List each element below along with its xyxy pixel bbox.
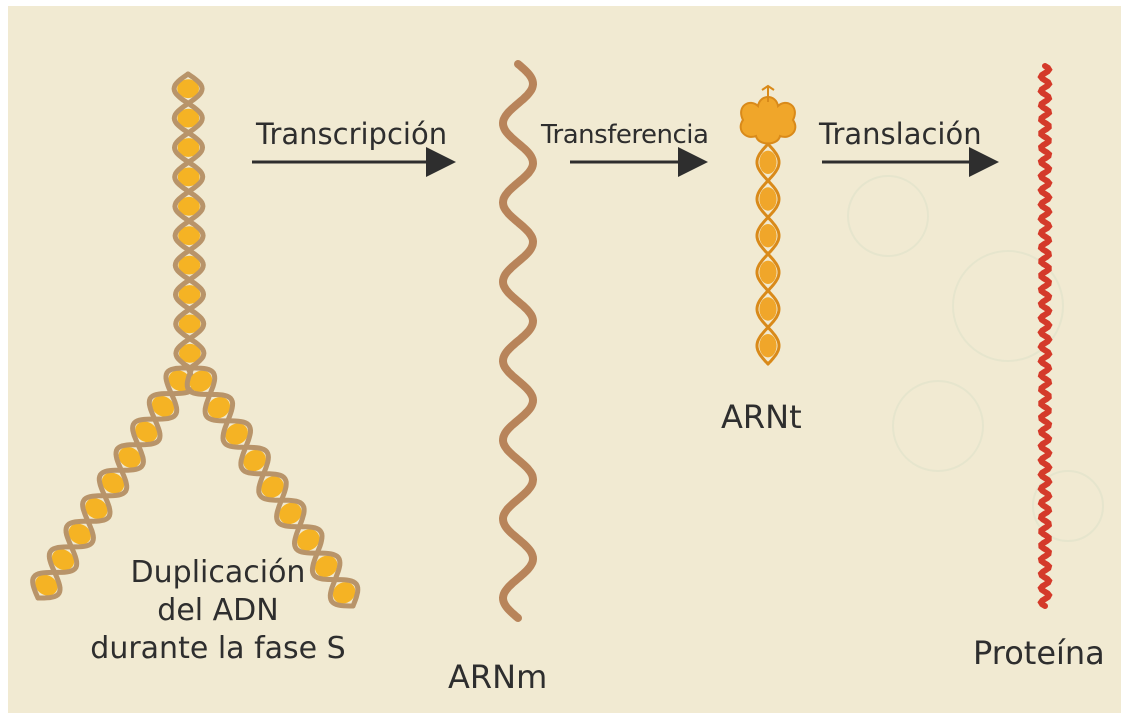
dna-duplication-line-3: durante la fase S	[68, 630, 368, 668]
dna-double-helix	[31, 74, 359, 608]
transcription-label: Transcripción	[256, 120, 447, 149]
trna-molecule	[741, 86, 796, 364]
dna-duplication-label: Duplicación del ADN durante la fase S	[68, 554, 368, 668]
strand	[757, 144, 779, 364]
mrna-wave	[503, 64, 533, 618]
trna-cloverleaf	[741, 97, 796, 144]
mrna-strand	[503, 64, 533, 618]
base-pair	[759, 187, 776, 210]
protein-label: Proteína	[973, 637, 1105, 669]
protein-wave	[1041, 66, 1049, 606]
base-pair	[759, 151, 776, 174]
dna-duplication-line-1: Duplicación	[68, 554, 368, 592]
base-pair	[759, 297, 776, 320]
translation-label: Translación	[819, 120, 982, 149]
background-texture	[848, 176, 1103, 541]
mrna-label: ARNm	[448, 661, 547, 693]
dna-duplication-line-2: del ADN	[68, 592, 368, 630]
transfer-label: Transferencia	[541, 122, 708, 148]
protein-chain	[1041, 66, 1049, 606]
trna-label: ARNt	[721, 401, 802, 433]
base-pair	[759, 334, 776, 357]
base-pair	[759, 261, 776, 284]
base-pair	[759, 224, 776, 247]
diagram-panel: Transcripción Transferencia Translación …	[8, 6, 1121, 713]
